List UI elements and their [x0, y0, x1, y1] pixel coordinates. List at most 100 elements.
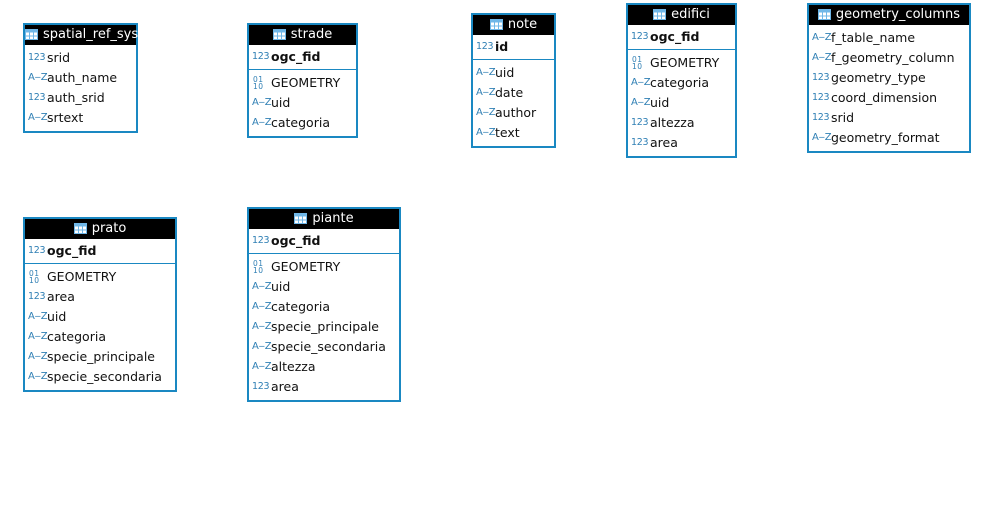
column-name: altezza	[650, 115, 695, 130]
table-header[interactable]: note	[473, 15, 554, 35]
numeric-type-icon: 123	[631, 31, 649, 42]
string-type-icon: A‒Z	[631, 97, 651, 108]
string-type-icon: A‒Z	[28, 72, 48, 83]
numeric-type-icon: 123	[631, 117, 649, 128]
string-type-icon: A‒Z	[252, 117, 272, 128]
column-name: categoria	[650, 75, 709, 90]
numeric-type-icon: 123	[28, 52, 46, 63]
table-header[interactable]: geometry_columns	[809, 5, 969, 25]
column-name: GEOMETRY	[650, 55, 720, 70]
string-type-icon: A‒Z	[28, 311, 48, 322]
table-header[interactable]: edifici	[628, 5, 735, 25]
table-title: geometry_columns	[835, 7, 961, 22]
table-header[interactable]: strade	[249, 25, 356, 45]
string-type-icon: A‒Z	[252, 97, 272, 108]
string-type-icon: A‒Z	[812, 52, 832, 63]
table-icon	[817, 9, 831, 20]
column-name: categoria	[47, 329, 106, 344]
table-header[interactable]: prato	[25, 219, 175, 239]
table-icon	[73, 223, 87, 234]
string-type-icon: A‒Z	[476, 107, 496, 118]
string-type-icon: A‒Z	[28, 371, 48, 382]
column-name: auth_srid	[47, 90, 105, 105]
column-name: f_geometry_column	[831, 50, 955, 65]
table-header[interactable]: spatial_ref_sys	[25, 25, 138, 45]
column-name: f_table_name	[831, 30, 916, 45]
column-name: uid	[650, 95, 670, 110]
column-name: geometry_format	[831, 130, 940, 145]
column-name: geometry_type	[831, 70, 926, 85]
string-type-icon: A‒Z	[252, 341, 272, 352]
table-icon	[272, 29, 286, 40]
column-name: author	[495, 105, 537, 120]
column-name: specie_secondaria	[47, 369, 162, 384]
numeric-type-icon: 123	[812, 92, 830, 103]
table-header[interactable]: piante	[249, 209, 399, 229]
column-name: altezza	[271, 359, 316, 374]
table-icon	[653, 9, 667, 20]
string-type-icon: A‒Z	[252, 361, 272, 372]
key-column-name: ogc_fid	[271, 49, 321, 64]
string-type-icon: A‒Z	[252, 301, 272, 312]
column-name: date	[495, 85, 524, 100]
numeric-type-icon: 123	[28, 92, 46, 103]
table-icon	[294, 213, 308, 224]
string-type-icon: A‒Z	[476, 67, 496, 78]
table-title: piante	[312, 211, 354, 226]
